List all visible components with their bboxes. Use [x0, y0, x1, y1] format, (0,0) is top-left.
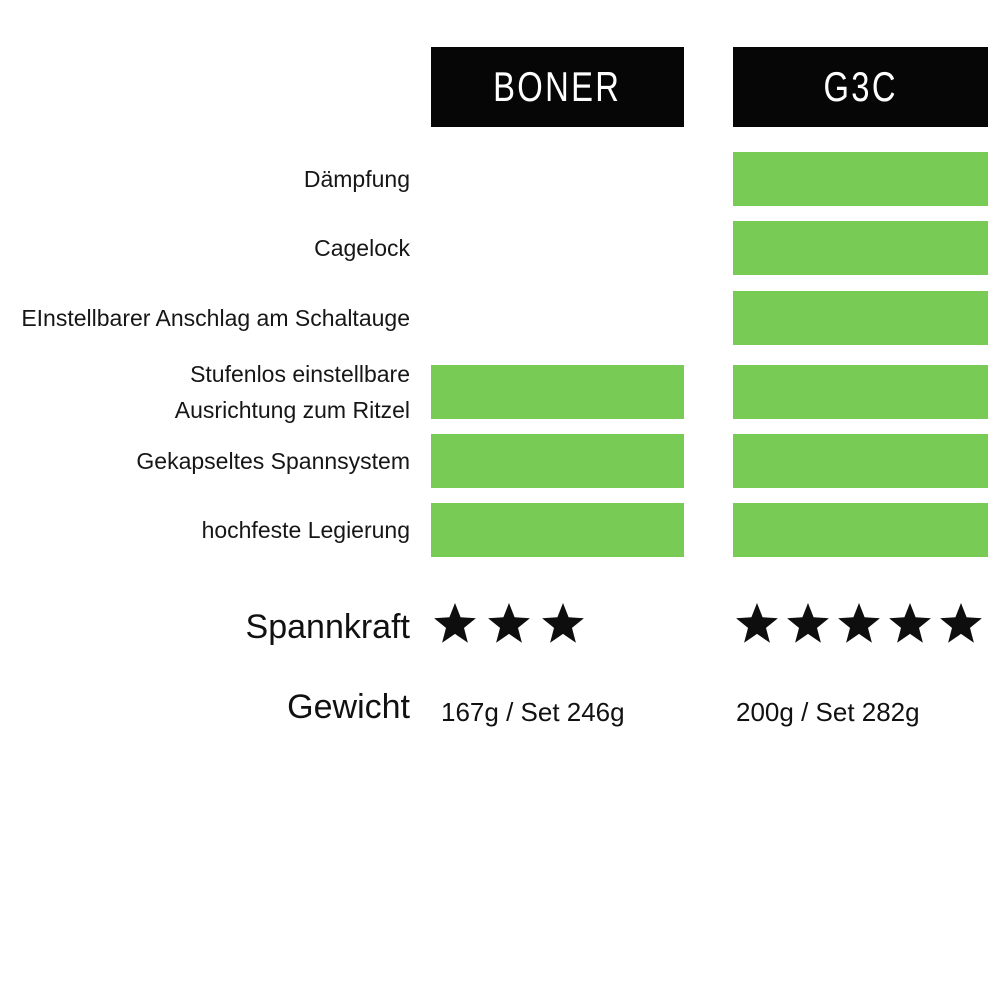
column-header-g3c: G3C: [733, 47, 988, 127]
boner-star-rating: [433, 603, 585, 645]
feature-bar-g3c: [733, 291, 988, 345]
feature-label-line: Ausrichtung zum Ritzel: [174, 397, 410, 423]
feature-label-line: hochfeste Legierung: [201, 517, 410, 543]
column-header-g3c-label: G3C: [823, 63, 898, 110]
feature-bar-g3c: [733, 221, 988, 275]
spannkraft-row-label: Spannkraft: [245, 608, 410, 646]
feature-bar-g3c: [733, 152, 988, 206]
feature-label: Cagelock: [0, 221, 410, 275]
feature-label-line: Cagelock: [314, 235, 410, 261]
feature-label: Dämpfung: [0, 152, 410, 206]
star-icon: [787, 603, 829, 643]
column-header-boner-label: BONER: [493, 63, 622, 110]
feature-label-line: Gekapseltes Spannsystem: [136, 448, 410, 474]
feature-bar-g3c: [733, 434, 988, 488]
feature-label-line: Stufenlos einstellbare: [190, 361, 410, 387]
feature-label: hochfeste Legierung: [0, 503, 410, 557]
star-icon: [542, 603, 584, 643]
boner-weight-value: 167g / Set 246g: [441, 697, 625, 727]
feature-bar-boner: [431, 365, 684, 419]
feature-bar-boner: [431, 503, 684, 557]
feature-bar-boner: [431, 434, 684, 488]
feature-label: EInstellbarer Anschlag am Schaltauge: [0, 291, 410, 345]
star-icon: [736, 603, 778, 643]
star-icon: [838, 603, 880, 643]
star-icon: [434, 603, 476, 643]
column-header-boner: BONER: [431, 47, 684, 127]
g3c-star-rating: [735, 603, 983, 645]
star-icon: [889, 603, 931, 643]
feature-label: Gekapseltes Spannsystem: [0, 434, 410, 488]
star-icon: [488, 603, 530, 643]
feature-label-line: EInstellbarer Anschlag am Schaltauge: [21, 305, 410, 331]
feature-label-line: Dämpfung: [303, 166, 410, 192]
gewicht-row-label: Gewicht: [287, 688, 410, 726]
g3c-weight-value: 200g / Set 282g: [736, 697, 920, 727]
feature-bar-g3c: [733, 503, 988, 557]
star-icon: [940, 603, 982, 643]
feature-bar-g3c: [733, 365, 988, 419]
